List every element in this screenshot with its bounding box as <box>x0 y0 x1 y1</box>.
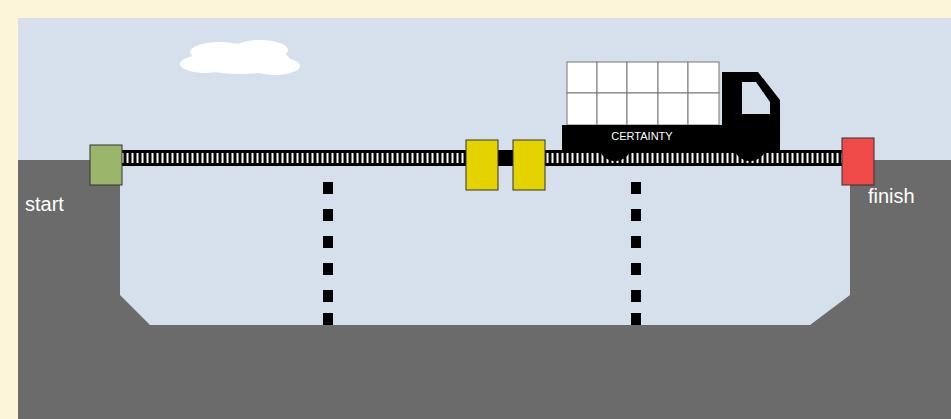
cloud <box>180 40 300 75</box>
joint <box>498 150 513 166</box>
joint-block <box>513 140 545 190</box>
sky <box>18 18 951 419</box>
truck-label: CERTAINTY <box>611 130 672 142</box>
pillar <box>323 182 333 325</box>
joint-block <box>466 140 498 190</box>
place-label: start <box>25 193 64 216</box>
pillar <box>631 182 641 325</box>
place-label: finish <box>868 185 915 208</box>
finish-block <box>842 138 874 185</box>
start-block <box>90 145 122 185</box>
ground <box>18 160 951 419</box>
truck <box>562 62 780 161</box>
